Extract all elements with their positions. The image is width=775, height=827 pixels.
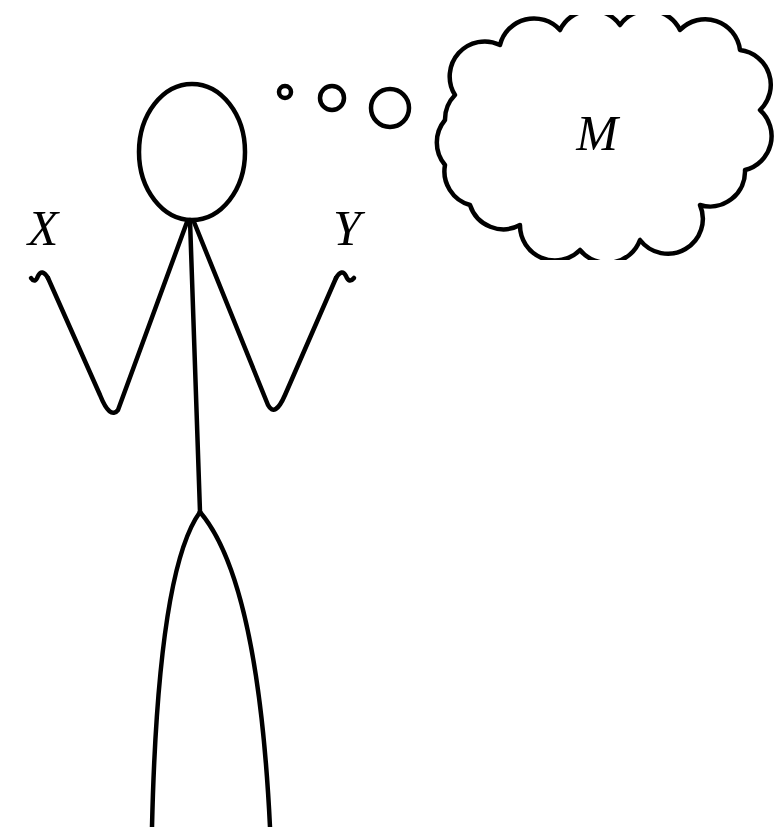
variable-label: M [576,108,618,158]
variable-label: Y [333,203,361,253]
variable-label: X [28,203,59,253]
thought-cloud: M [430,15,775,260]
